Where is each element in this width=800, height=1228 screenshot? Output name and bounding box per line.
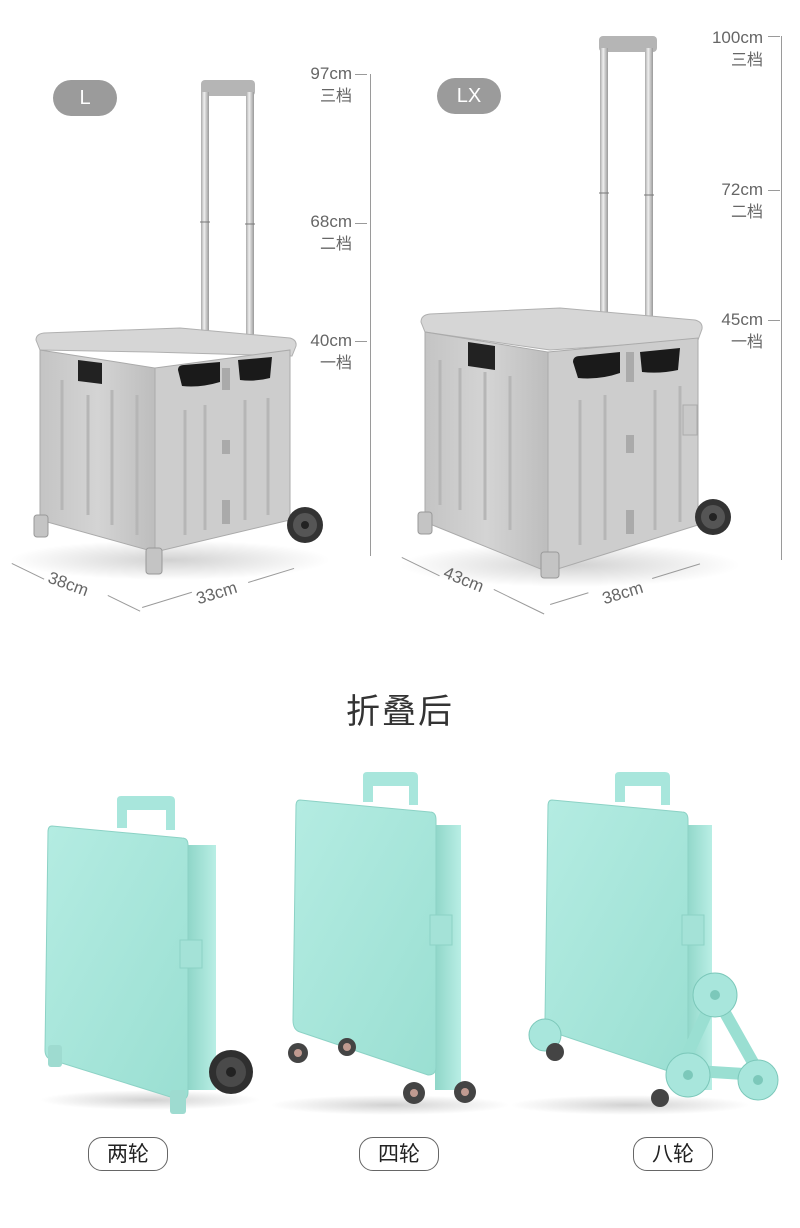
height-tick [768, 36, 780, 37]
height-tick [355, 341, 367, 342]
height-tick [768, 320, 780, 321]
folded-section-title: 折叠后 [346, 692, 454, 732]
cart-l-illustration [10, 80, 330, 580]
height-scale-line-lx [781, 36, 782, 560]
height-tick [355, 74, 367, 75]
folded-cart-four-wheel [270, 772, 510, 1115]
height-scale-line-l [370, 74, 371, 556]
variant-label-two-wheel: 两轮 [88, 1137, 168, 1171]
height-tick [768, 190, 780, 191]
size-badge-lx: LX [437, 78, 501, 114]
folded-cart-eight-wheel [510, 772, 779, 1115]
variant-label-eight-wheel: 八轮 [633, 1137, 713, 1171]
variant-label-four-wheel: 四轮 [359, 1137, 439, 1171]
size-badge-l: L [53, 80, 117, 116]
height-tick [355, 223, 367, 224]
folded-cart-two-wheel [40, 796, 260, 1114]
